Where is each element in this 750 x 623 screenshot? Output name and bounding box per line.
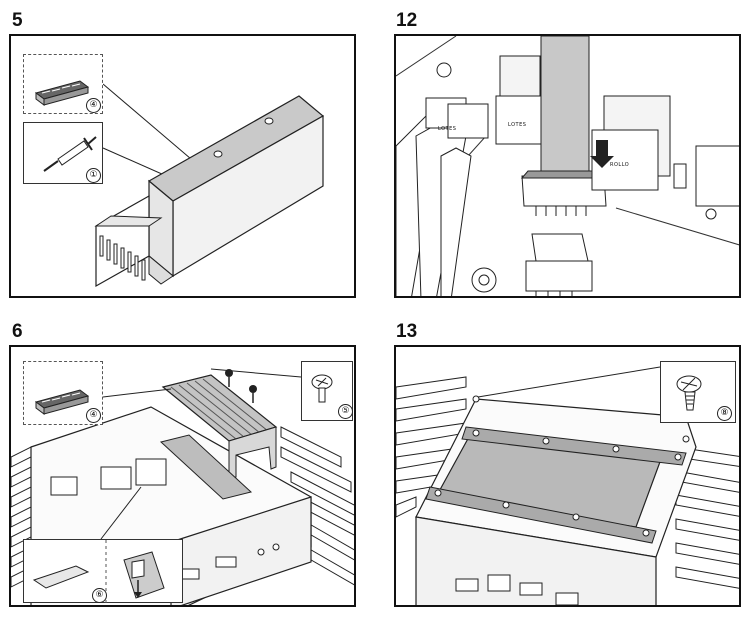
callout-thermal-pad: ④: [23, 54, 103, 114]
callout-ssd-screw: ⑧: [660, 361, 736, 423]
step-6-panel: ④ ⑤ ⑥: [9, 345, 356, 607]
pad-peel-icon: [32, 540, 165, 604]
syringe-icon: [43, 136, 97, 172]
part-number-6: ⑥: [92, 588, 107, 603]
heatsink-illustration: [94, 83, 325, 288]
heatsink-install-illustration: [11, 368, 354, 605]
part-number-5: ⑤: [338, 404, 353, 419]
step-5-panel: ④ ①: [9, 34, 356, 298]
thermal-pad-icon: [34, 80, 90, 106]
thermal-pad-icon: [34, 389, 90, 415]
step-13-panel: ⑧: [394, 345, 741, 607]
part-number-1: ①: [86, 168, 101, 183]
callout-screw: ⑤: [301, 361, 353, 421]
screw-icon: [676, 375, 702, 411]
connector-label-small: ROLLO: [610, 162, 630, 168]
part-number-4: ④: [86, 98, 101, 113]
screw-icon: [311, 374, 333, 403]
step-12-panel: LOTES LOTES ROLLO: [394, 34, 741, 298]
step-number-13: 13: [396, 321, 418, 342]
connector-label-left: LOTES: [438, 126, 457, 132]
step-number-5: 5: [12, 10, 23, 31]
part-number-8: ⑧: [717, 406, 732, 421]
callout-thermal-paste: ①: [23, 122, 103, 184]
callout-pad-removal: ⑥: [23, 539, 183, 604]
step-number-12: 12: [396, 10, 418, 31]
motherboard-ribbon-illustration: [396, 36, 739, 296]
ssd-install-illustration: [396, 366, 739, 605]
callout-heatsink-pad: ④: [23, 361, 103, 425]
part-number-4: ④: [86, 408, 101, 423]
connector-label-mid: LOTES: [508, 122, 527, 128]
step-number-6: 6: [12, 321, 23, 342]
